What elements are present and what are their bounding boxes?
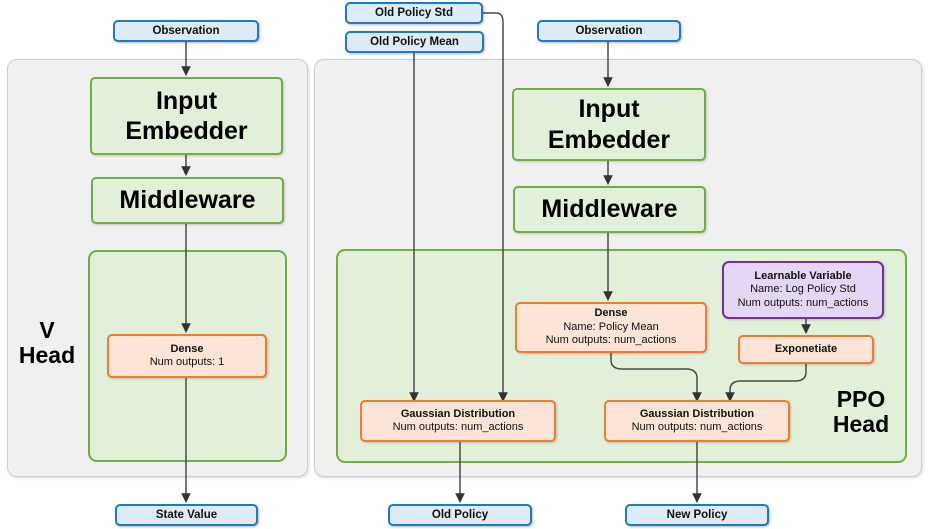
exponetiate-label: Exponetiate bbox=[774, 342, 838, 355]
v-head-state-value-node[interactable]: State Value bbox=[115, 504, 258, 526]
learnable-variable-node[interactable]: Learnable Variable Name: Log Policy Std … bbox=[722, 261, 884, 319]
ppo-head-input-embedder-label: Input Embedder bbox=[547, 95, 671, 154]
ppo-head-label-line2: Head bbox=[832, 411, 890, 438]
old-policy-mean-node[interactable]: Old Policy Mean bbox=[345, 31, 484, 53]
ppo-head-dense-policy-mean-node[interactable]: Dense Name: Policy Mean Num outputs: num… bbox=[515, 302, 707, 353]
gaussian-old-num-outputs: Num outputs: num_actions bbox=[392, 421, 524, 433]
new-policy-output-node[interactable]: New Policy bbox=[625, 504, 769, 526]
ppo-head-dense-num-outputs: Num outputs: num_actions bbox=[545, 334, 677, 347]
gaussian-old-title: Gaussian Distribution bbox=[400, 407, 516, 420]
ppo-head-middleware-label: Middleware bbox=[541, 195, 678, 224]
new-policy-output-label: New Policy bbox=[666, 508, 728, 521]
ppo-head-input-embedder-node[interactable]: Input Embedder bbox=[512, 88, 706, 161]
learnable-variable-name: Name: Log Policy Std bbox=[750, 283, 856, 296]
v-head-middleware-node[interactable]: Middleware bbox=[91, 177, 284, 224]
learnable-variable-num-outputs: Num outputs: num_actions bbox=[737, 296, 869, 309]
gaussian-new-title: Gaussian Distribution bbox=[639, 407, 755, 420]
v-head-observation-node[interactable]: Observation bbox=[113, 20, 259, 42]
learnable-variable-title: Learnable Variable bbox=[754, 269, 852, 282]
old-policy-output-label: Old Policy bbox=[431, 508, 489, 521]
gaussian-distribution-new-node[interactable]: Gaussian Distribution Num outputs: num_a… bbox=[604, 400, 790, 442]
old-policy-std-label: Old Policy Std bbox=[375, 6, 453, 19]
v-head-middleware-label: Middleware bbox=[119, 186, 256, 215]
ppo-head-dense-name: Name: Policy Mean bbox=[563, 320, 659, 333]
v-head-dense-title: Dense bbox=[170, 342, 204, 355]
v-head-dense-node[interactable]: Dense Num outputs: 1 bbox=[107, 334, 267, 378]
v-head-label-line2: Head bbox=[18, 342, 76, 369]
gaussian-new-num-outputs: Num outputs: num_actions bbox=[631, 421, 763, 433]
ppo-head-observation-label: Observation bbox=[575, 24, 643, 37]
v-head-observation-label: Observation bbox=[152, 24, 220, 37]
old-policy-mean-label: Old Policy Mean bbox=[370, 35, 459, 48]
v-head-input-embedder-label: Input Embedder bbox=[125, 86, 248, 146]
ppo-head-observation-node[interactable]: Observation bbox=[537, 20, 681, 42]
v-head-label-line1: V bbox=[39, 317, 55, 343]
v-head-label: V Head bbox=[12, 317, 82, 369]
v-head-dense-num-outputs: Num outputs: 1 bbox=[149, 356, 225, 368]
v-head-input-embedder-node[interactable]: Input Embedder bbox=[90, 77, 283, 155]
v-head-state-value-label: State Value bbox=[155, 508, 218, 521]
gaussian-distribution-old-node[interactable]: Gaussian Distribution Num outputs: num_a… bbox=[360, 400, 556, 442]
exponetiate-node[interactable]: Exponetiate bbox=[738, 335, 874, 364]
old-policy-std-node[interactable]: Old Policy Std bbox=[345, 2, 483, 24]
ppo-head-label: PPO Head bbox=[822, 386, 900, 438]
ppo-head-label-line1: PPO bbox=[836, 386, 886, 412]
ppo-head-dense-title: Dense bbox=[594, 307, 628, 320]
ppo-head-middleware-node[interactable]: Middleware bbox=[513, 186, 706, 233]
old-policy-output-node[interactable]: Old Policy bbox=[388, 504, 532, 526]
